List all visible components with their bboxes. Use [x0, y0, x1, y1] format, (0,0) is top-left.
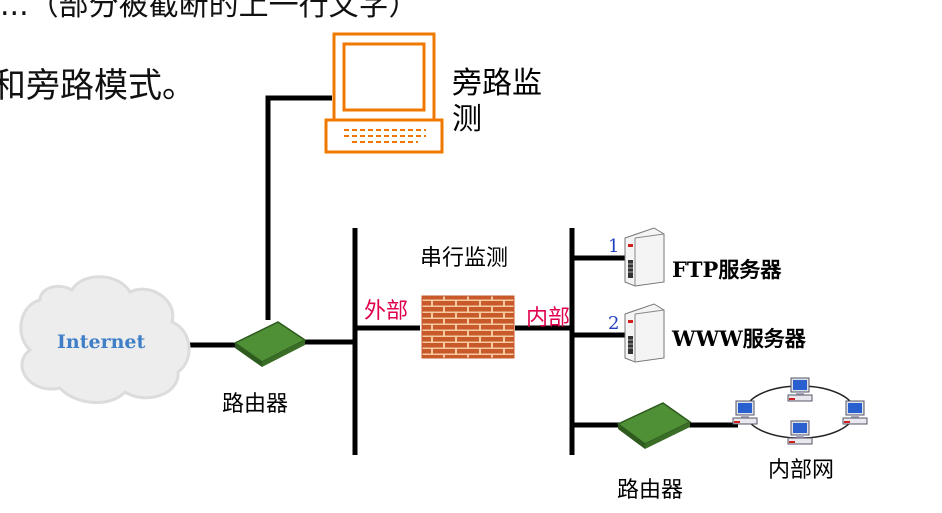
inner-label: 内部	[526, 306, 571, 331]
lan-label: 内部网	[768, 458, 835, 483]
outer-label: 外部	[364, 299, 409, 324]
cloud-icon	[19, 275, 191, 405]
serial-monitor-label: 串行监测	[420, 246, 509, 271]
server-icon	[624, 227, 665, 287]
router-left-label: 路由器	[222, 392, 289, 417]
workstation-icon	[842, 400, 868, 425]
heading: 和旁路模式。	[0, 66, 196, 106]
internet-label: Internet	[57, 331, 146, 353]
router-icon	[233, 321, 307, 367]
ftp-server-label: FTP服务器	[672, 257, 782, 282]
firewall-icon	[421, 295, 515, 359]
bypass-monitor-label-line1: 旁路监	[452, 66, 542, 101]
port-1-label: 1	[608, 236, 620, 257]
port-2-label: 2	[608, 313, 620, 334]
links	[185, 95, 738, 455]
router-icon	[616, 402, 692, 449]
workstation-icon	[732, 400, 758, 425]
www-server-label: WWW服务器	[672, 326, 806, 351]
lan-ring	[732, 377, 868, 445]
monitor-computer-icon	[324, 32, 444, 154]
workstation-icon	[787, 420, 813, 445]
router-right-label: 路由器	[617, 478, 684, 503]
top-text-cut: ...（部分被截断的上一行文字）	[0, 0, 419, 23]
link-router-to-monitor	[265, 95, 332, 320]
bypass-monitor-label-line2: 测	[452, 102, 482, 137]
workstation-icon	[787, 377, 813, 402]
server-icon	[624, 303, 665, 363]
